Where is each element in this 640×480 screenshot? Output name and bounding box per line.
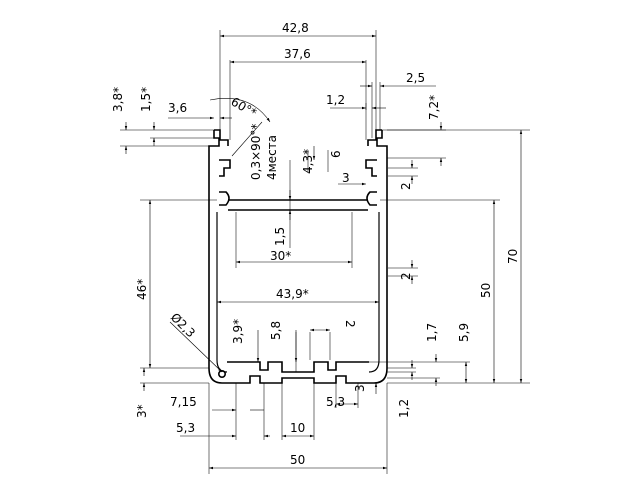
profile-right-wall [358,130,388,384]
dim-5-8: 5,8 [269,321,283,340]
dim-6: 6 [329,150,343,158]
dim-3-6: 3,6 [168,101,187,115]
dim-3-9: 3,9* [231,319,245,344]
profile-top-right-lip [367,129,382,146]
dim-5-3-left: 5,3 [176,421,195,435]
dim-2-top: 2 [399,182,413,190]
dim-5-3-right: 5,3 [326,395,345,409]
dim-5-9: 5,9 [457,323,471,342]
dim-1-5-top: 1,5* [139,87,153,112]
dim-1-7: 1,7 [425,323,439,342]
dim-43-9: 43,9* [276,287,309,301]
dim-3-8: 3,8* [111,87,125,112]
dim-1-5-mid: 1,5 [273,227,287,246]
profile-right-bulb [366,191,377,206]
dim-50-bottom: 50 [290,453,305,467]
profile-inner-right [368,212,380,373]
profile-inner-left [216,212,228,373]
dim-2-5: 2,5 [406,71,425,85]
dim-2-bottom: 2 [343,320,357,328]
dim-30: 30* [270,249,291,263]
dim-1-2-top: 1,2 [326,93,345,107]
dimension-labels: 42,8 37,6 2,5 1,2 7,2* 3,8* 1,5* 3,6 60°… [111,21,520,467]
dim-2-mid: 2 [399,272,413,280]
extension-lines [120,30,530,474]
dim-50-right: 50 [479,283,493,298]
profile-left-hook [219,159,231,177]
dim-phi-2-3: Ø2,3 [168,310,198,340]
dim-3-top: 3 [342,171,350,185]
dim-0-3x90: 0,3×90°* [249,124,263,180]
dim-10: 10 [290,421,305,435]
dim-42-8: 42,8 [282,21,309,35]
profile-right-hook [365,159,377,177]
dim-60-deg: 60°* [229,94,260,120]
dim-7-15: 7,15 [170,395,197,409]
dim-37-6: 37,6 [284,47,311,61]
dim-7-2: 7,2* [427,95,441,120]
profile-outline [208,129,388,384]
dim-3-left: 3* [135,404,149,418]
dim-1-2-bottom: 1,2 [397,399,411,418]
profile-top-left-lip [214,129,229,146]
dim-70: 70 [506,249,520,264]
dim-4-3: 4,3* [301,149,315,174]
profile-left-wall [208,130,236,384]
dim-3-bottom: 3 [353,384,367,392]
profile-shelf [228,199,368,211]
profile-bottom-outer [236,375,358,384]
profile-pin-hole [218,369,227,378]
profile-bottom [227,361,369,373]
dimension-lines [124,34,523,470]
profile-left-bulb [219,191,230,206]
dim-4-mesta: 4места [265,135,279,180]
dim-46: 46* [135,279,149,300]
